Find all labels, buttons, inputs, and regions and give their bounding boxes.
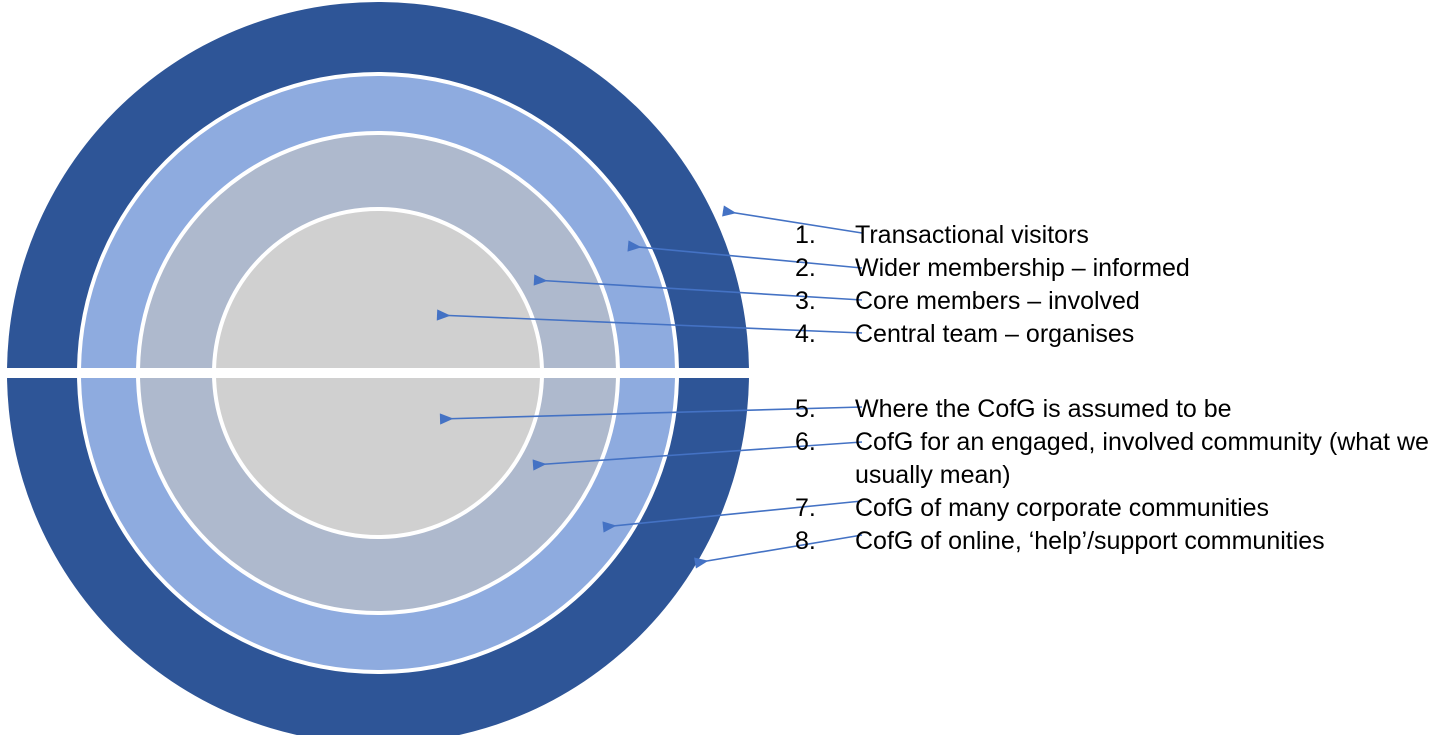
legend-item: 8. CofG of online, ‘help’/support commun… <box>795 525 1429 558</box>
legend-number: 7. <box>795 494 816 522</box>
legend-number: 6. <box>795 428 816 456</box>
legend-number: 1. <box>795 221 816 249</box>
legend-item: 6. CofG for an engaged, involved communi… <box>795 426 1429 459</box>
legend-label: CofG for an engaged, involved community … <box>855 428 1429 456</box>
legend-number: 8. <box>795 527 816 555</box>
legend-label: Transactional visitors <box>855 221 1089 249</box>
legend-item: 7. CofG of many corporate communities <box>795 492 1429 525</box>
concentric-circles-diagram <box>7 2 749 735</box>
legend-item: 2. Wider membership – informed <box>795 252 1190 285</box>
legend-number: 3. <box>795 287 816 315</box>
legend-item: 3. Core members – involved <box>795 285 1190 318</box>
lower-half-rings <box>7 378 749 735</box>
legend-label: Where the CofG is assumed to be <box>855 395 1232 423</box>
upper-half-rings <box>7 2 749 368</box>
legend-item: 1. Transactional visitors <box>795 219 1190 252</box>
legend-number: 2. <box>795 254 816 282</box>
legend-label-continued: usually mean) <box>855 461 1011 489</box>
legend-list-top: 1. Transactional visitors 2. Wider membe… <box>795 219 1190 351</box>
legend-label: Core members – involved <box>855 287 1140 315</box>
legend-item: 4. Central team – organises <box>795 318 1190 351</box>
legend-label: Wider membership – informed <box>855 254 1190 282</box>
legend-label: CofG of online, ‘help’/support communiti… <box>855 527 1325 555</box>
legend-label: CofG of many corporate communities <box>855 494 1270 522</box>
legend-item-continuation: 0. usually mean) <box>795 459 1429 492</box>
legend-list-bottom: 5. Where the CofG is assumed to be 6. Co… <box>795 393 1429 558</box>
legend-label: Central team – organises <box>855 320 1135 348</box>
legend-number: 5. <box>795 395 816 423</box>
legend-item: 5. Where the CofG is assumed to be <box>795 393 1429 426</box>
legend-number: 4. <box>795 320 816 348</box>
